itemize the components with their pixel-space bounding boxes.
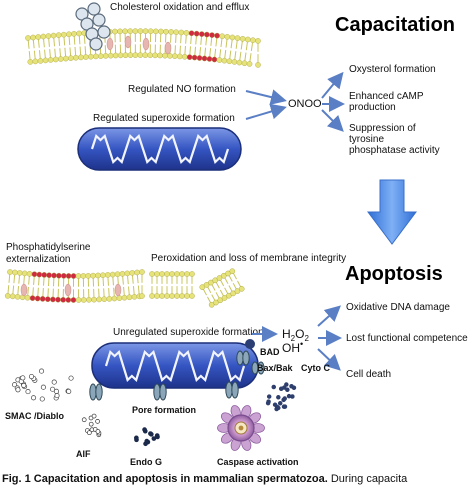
smac-label: SMAC /Diablo xyxy=(5,411,65,421)
caspase-label: Caspase activation xyxy=(217,457,299,467)
h2o2-label: H2O2 xyxy=(282,327,309,343)
arrow-to-oxysterol xyxy=(321,71,344,99)
apoptosis-membrane xyxy=(4,268,245,308)
arrow-no-to-onoo xyxy=(245,89,287,105)
output-competence: Lost functional competence xyxy=(346,333,468,344)
caption-rest: During capacita xyxy=(327,473,408,485)
bad-label: BAD xyxy=(260,347,280,357)
transition-arrow xyxy=(367,179,417,245)
bax-bak-label: Bax/Bak xyxy=(257,363,294,373)
output-dna-damage: Oxidative DNA damage xyxy=(346,302,450,313)
diagram-canvas: Cholesterol oxidation and efflux Capacit… xyxy=(4,2,468,467)
output-oxysterol: Oxysterol formation xyxy=(349,64,436,75)
arrow-superoxide-to-onoo xyxy=(245,103,287,120)
pore-formation-label: Pore formation xyxy=(132,405,196,415)
cyto-c-label: Cyto C xyxy=(301,363,331,373)
mitochondrion-bottom xyxy=(91,342,259,389)
aif-label: AIF xyxy=(76,449,91,459)
capacitation-title: Capacitation xyxy=(335,14,455,36)
apoptosis-title: Apoptosis xyxy=(345,263,443,285)
output-cell-death: Cell death xyxy=(346,369,391,380)
released-factor-dots xyxy=(12,368,297,447)
ps-label: Phosphatidylserine externalization xyxy=(6,242,93,265)
mitochondrial-channels xyxy=(89,350,265,401)
output-camp: Enhanced cAMP production xyxy=(349,91,426,113)
arrow-to-phosphatase xyxy=(321,109,344,132)
endo-g-label: Endo G xyxy=(130,457,162,467)
no-formation-label: Regulated NO formation xyxy=(128,84,236,95)
unregulated-superoxide-label: Unregulated superoxide formation xyxy=(113,327,264,338)
peroxidation-label: Peroxidation and loss of membrane integr… xyxy=(151,253,346,264)
hydroxyl-label: OH• xyxy=(282,339,303,355)
onoo-label: ONOO- xyxy=(288,98,326,110)
figure-caption: Fig. 1 Capacitation and apoptosis in mam… xyxy=(0,470,474,488)
output-phosphatase: Suppression of tyrosine phosphatase acti… xyxy=(349,123,440,156)
caspase-complex xyxy=(217,405,265,451)
mitochondrion-top xyxy=(77,127,242,171)
bad-protein xyxy=(245,339,255,349)
caption-bold: Fig. 1 Capacitation and apoptosis in mam… xyxy=(2,473,328,485)
cholesterol-label: Cholesterol oxidation and efflux xyxy=(110,2,249,13)
cholesterol-spheres xyxy=(75,2,111,51)
superoxide-formation-label: Regulated superoxide formation xyxy=(93,113,235,124)
arrow-to-death xyxy=(317,348,341,371)
capacitation-membrane xyxy=(25,28,261,68)
arrow-to-dna xyxy=(317,305,341,327)
